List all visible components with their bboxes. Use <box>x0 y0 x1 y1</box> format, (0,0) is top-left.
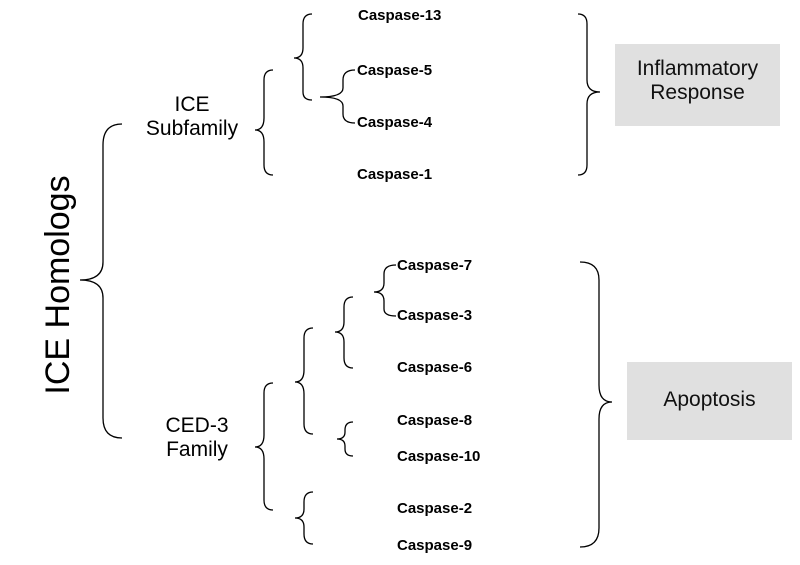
ced3-family-bracket <box>254 382 274 511</box>
casp8-10-bracket <box>336 421 354 457</box>
casp2-9-bracket <box>294 491 314 545</box>
caspase-1-label: Caspase-1 <box>357 166 433 183</box>
caspase-2-label: Caspase-2 <box>397 500 473 517</box>
inflammatory-response-label: Inflammatory Response <box>615 44 780 105</box>
outcome-label-line: Inflammatory <box>636 57 759 80</box>
group-label-line: Family <box>166 438 228 461</box>
group-label-line: Subfamily <box>145 117 239 140</box>
root-title: ICE Homologs <box>39 175 77 395</box>
apoptosis-bracket <box>579 261 613 548</box>
caspase-3-label: Caspase-3 <box>397 307 473 324</box>
group-label-ced3-family: CED-3 Family <box>140 414 254 462</box>
caspase-7-label: Caspase-7 <box>397 257 473 274</box>
apoptosis-label: Apoptosis <box>663 388 756 411</box>
caspase-5-label: Caspase-5 <box>357 62 433 79</box>
executioner-group-bracket <box>294 327 314 435</box>
casp7-3-bracket <box>373 264 397 317</box>
caspase-9-label: Caspase-9 <box>397 537 473 554</box>
casp5-4-bracket <box>319 69 356 124</box>
casp13-group-bracket <box>293 13 313 101</box>
outcome-label-line: Response <box>650 81 745 104</box>
inflammatory-response-box: Inflammatory Response <box>615 44 780 126</box>
caspase-13-label: Caspase-13 <box>358 7 442 24</box>
ice-subfamily-bracket <box>254 69 274 176</box>
caspase-8-label: Caspase-8 <box>397 412 473 429</box>
caspase-4-label: Caspase-4 <box>357 114 433 131</box>
caspase-6-label: Caspase-6 <box>397 359 473 376</box>
apoptosis-box: Apoptosis <box>627 362 792 440</box>
casp7-3-6-bracket <box>334 296 354 369</box>
group-label-line: ICE <box>174 93 210 116</box>
inflammatory-bracket <box>577 13 601 176</box>
group-label-ice-subfamily: ICE Subfamily <box>130 93 254 141</box>
group-label-line: CED-3 <box>165 414 229 437</box>
caspase-10-label: Caspase-10 <box>397 448 481 465</box>
root-bracket <box>79 123 123 439</box>
